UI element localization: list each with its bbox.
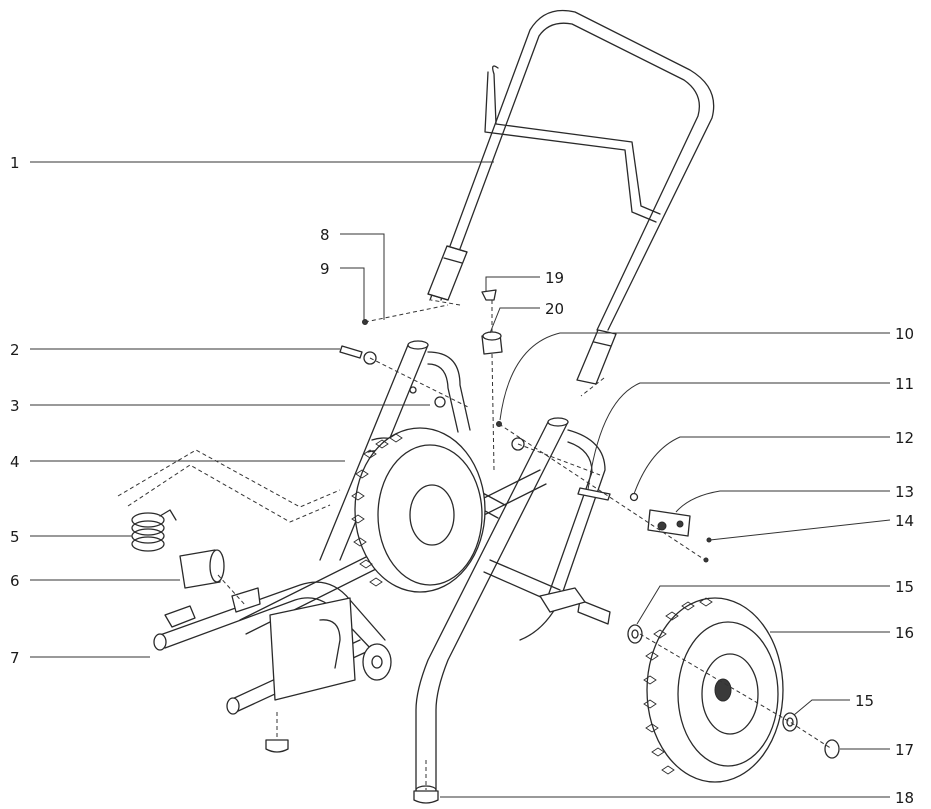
callout-11: 11 (895, 375, 914, 393)
callout-13: 13 (895, 483, 914, 501)
bushing (179, 549, 225, 589)
callout-16: 16 (895, 624, 914, 642)
callout-8: 8 (320, 226, 330, 244)
spring (131, 509, 177, 552)
handle-assembly (427, 9, 715, 385)
callout-17: 17 (895, 741, 914, 759)
callout-10: 10 (895, 325, 914, 343)
callout-14: 14 (895, 512, 914, 530)
callout-19: 19 (545, 269, 564, 287)
assembly-paths (117, 299, 833, 790)
callout-15-upper: 15 (895, 578, 914, 596)
handle-sleeve-right (576, 329, 617, 385)
callout-18: 18 (895, 789, 914, 807)
front-wheel (643, 597, 784, 783)
callout-5: 5 (10, 528, 20, 546)
leader-lines (30, 161, 891, 798)
callout-3: 3 (10, 397, 20, 415)
callout-20: 20 (545, 300, 564, 318)
callout-9: 9 (320, 260, 330, 278)
callout-7: 7 (10, 649, 20, 667)
callout-4: 4 (10, 453, 20, 471)
side-plate (362, 643, 392, 681)
callout-1: 1 (10, 154, 20, 172)
callout-6: 6 (10, 572, 20, 590)
callout-labels: 1 2 3 4 5 6 7 8 9 10 11 12 13 14 15 15 1… (10, 154, 914, 807)
handle-sleeve-left (427, 245, 468, 301)
callout-2: 2 (10, 341, 20, 359)
callout-15-lower: 15 (855, 692, 874, 710)
rear-wheel (351, 427, 486, 593)
callout-12: 12 (895, 429, 914, 447)
